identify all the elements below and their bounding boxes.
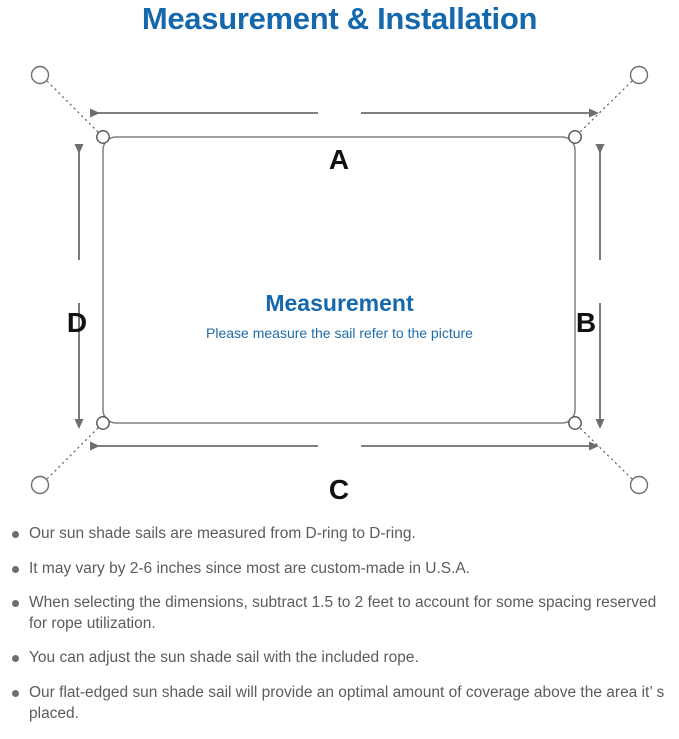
- bullet-icon: [12, 565, 19, 573]
- d-ring-bottom-left: [96, 416, 110, 430]
- dimension-label-b: B: [575, 307, 597, 338]
- anchor-point-bottom-left: [30, 475, 50, 495]
- bullet-icon: [12, 690, 19, 698]
- rope-top-right: [577, 80, 633, 135]
- list-item: Our flat-edged sun shade sail will provi…: [0, 683, 679, 724]
- bullet-icon: [12, 531, 19, 538]
- list-item: It may vary by 2-6 inches since most are…: [0, 559, 679, 580]
- anchor-point-top-right: [629, 65, 649, 85]
- d-ring-top-left: [96, 130, 110, 144]
- sail-heading: Measurement: [265, 290, 414, 316]
- note-text: When selecting the dimensions, subtract …: [29, 594, 657, 632]
- sail-measurement-diagram: Measurement Please measure the sail refe…: [0, 48, 679, 518]
- note-text: Our sun shade sails are measured from D-…: [29, 525, 416, 542]
- note-text: Our flat-edged sun shade sail will provi…: [29, 684, 665, 722]
- anchor-point-top-left: [30, 65, 50, 85]
- dimension-label-d: D: [66, 307, 88, 338]
- note-text: You can adjust the sun shade sail with t…: [29, 649, 419, 667]
- note-text: It may vary by 2-6 inches since most are…: [29, 559, 471, 577]
- d-ring-bottom-right: [568, 416, 582, 430]
- page-title: Measurement & Installation: [141, 1, 538, 36]
- sail-subtext: Please measure the sail refer to the pic…: [206, 325, 473, 341]
- diagram-svg: [30, 65, 649, 495]
- rope-bottom-right: [577, 425, 633, 480]
- dimension-label-a: A: [328, 144, 350, 175]
- bullet-icon: [12, 600, 19, 608]
- dimension-label-c: C: [328, 474, 350, 505]
- d-ring-top-right: [568, 130, 582, 144]
- rope-bottom-left: [46, 425, 101, 480]
- bullet-icon: [12, 655, 19, 663]
- rope-top-left: [46, 80, 101, 135]
- notes-list: Our sun shade sails are measured from D-…: [0, 524, 679, 724]
- list-item: Our sun shade sails are measured from D-…: [0, 524, 679, 545]
- sail-body: [102, 136, 576, 424]
- anchor-point-bottom-right: [629, 475, 649, 495]
- list-item: You can adjust the sun shade sail with t…: [0, 648, 679, 669]
- list-item: When selecting the dimensions, subtract …: [0, 593, 679, 634]
